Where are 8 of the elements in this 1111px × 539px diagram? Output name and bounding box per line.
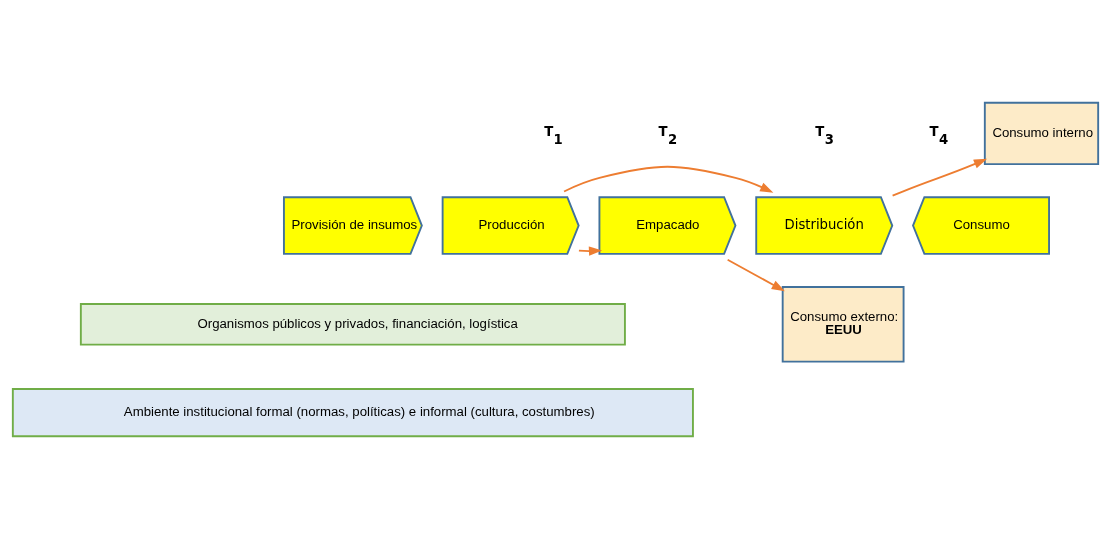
arrow [578,246,603,256]
arrow [563,165,774,193]
node-box: Ambiente institucional formal (normas, políticas) e informal (cultura, costumbres) [11,388,694,438]
node-box: Consumo externo: EEUU [781,286,905,363]
node-box: Organismos públicos y privados, financiación, logística [79,303,626,346]
arrow [726,258,785,292]
node-box: Consumo interno [983,101,1100,166]
arrow [891,158,988,197]
